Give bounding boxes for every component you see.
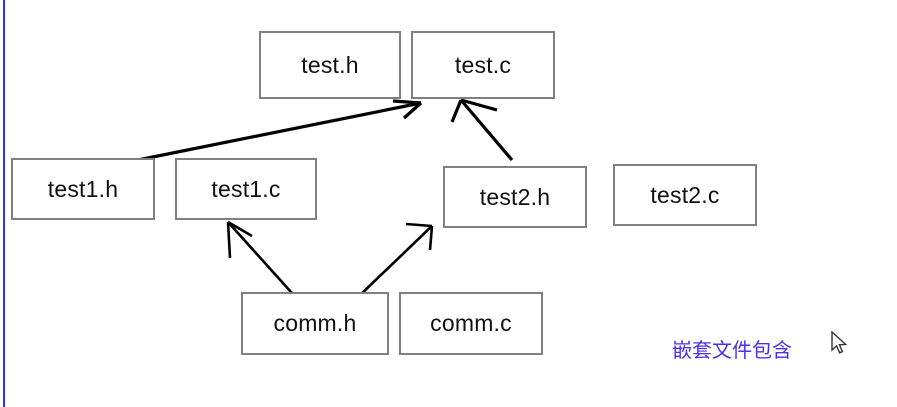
mouse-pointer-icon <box>831 331 848 354</box>
edge-commh-to-test1c <box>226 220 301 303</box>
node-label: test1.c <box>211 175 281 202</box>
left-margin-rule <box>3 0 5 407</box>
node-test1-h[interactable]: test1.h <box>11 158 155 220</box>
edge-test2h-to-testc <box>450 98 514 162</box>
node-label: test1.h <box>47 175 119 202</box>
node-label: test.c <box>454 51 512 78</box>
node-test2-h[interactable]: test2.h <box>443 166 587 228</box>
node-test2-c[interactable]: test2.c <box>613 164 757 226</box>
edge-test1h-to-testc <box>117 99 423 166</box>
node-label: test2.h <box>479 183 551 210</box>
node-label: comm.h <box>273 310 357 336</box>
node-test-h[interactable]: test.h <box>259 31 401 99</box>
node-test1-c[interactable]: test1.c <box>175 158 317 220</box>
diagram-caption: 嵌套文件包含 <box>672 338 792 362</box>
node-comm-h[interactable]: comm.h <box>241 292 389 355</box>
node-label: comm.c <box>430 310 512 336</box>
node-test-c[interactable]: test.c <box>411 31 555 99</box>
node-label: test.h <box>301 51 359 78</box>
node-label: test2.c <box>650 181 720 208</box>
edge-commh-to-test2h <box>357 222 434 298</box>
node-comm-c[interactable]: comm.c <box>399 292 543 355</box>
